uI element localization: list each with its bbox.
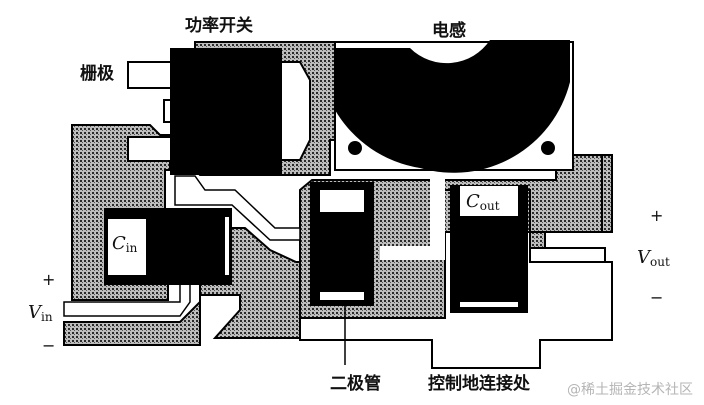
switch-tab-pad <box>279 61 311 161</box>
label-gate: 栅极 <box>80 64 114 84</box>
vout-main: V <box>637 247 650 268</box>
diode-pad-top <box>320 190 364 212</box>
cin-main: C <box>112 233 126 254</box>
switch-node-trace <box>174 175 301 241</box>
label-power-switch: 功率开关 <box>185 16 253 36</box>
label-inductor: 电感 <box>432 21 466 41</box>
cin-sub: in <box>125 241 138 255</box>
gate-pin-pad <box>127 61 174 89</box>
inductor-body <box>335 40 570 173</box>
source-pin-pad <box>127 136 174 162</box>
vin-main: V <box>28 302 41 323</box>
diode-pad-bottom <box>320 292 364 300</box>
vout-trace <box>529 247 606 263</box>
inductor-to-cout-trace <box>380 175 445 260</box>
inductor-mount-hole-left <box>348 141 362 155</box>
vout-minus-sign: − <box>650 288 664 307</box>
vout-plus-sign: + <box>650 206 664 225</box>
label-vout: Vout <box>637 247 670 269</box>
power-switch-body <box>170 48 282 175</box>
cout-sub: out <box>479 199 500 213</box>
label-control-ground: 控制地连接处 <box>428 374 530 394</box>
inductor-mount-hole-right <box>541 141 555 155</box>
vout-sub: out <box>650 255 670 269</box>
vin-minus-sign: − <box>42 336 56 355</box>
label-cin: Cin <box>112 233 138 255</box>
vin-plus-sign: + <box>42 270 56 289</box>
cout-stripe <box>460 302 518 307</box>
vin-sub: in <box>41 310 53 324</box>
cin-label-pad <box>108 219 146 275</box>
cin-stripe <box>225 217 229 275</box>
label-diode: 二极管 <box>330 374 381 394</box>
label-cout: Cout <box>466 191 500 213</box>
cout-label-pad <box>460 186 518 216</box>
watermark: @稀土掘金技术社区 <box>567 382 693 398</box>
label-vin: Vin <box>28 302 53 324</box>
cout-main: C <box>466 191 480 212</box>
